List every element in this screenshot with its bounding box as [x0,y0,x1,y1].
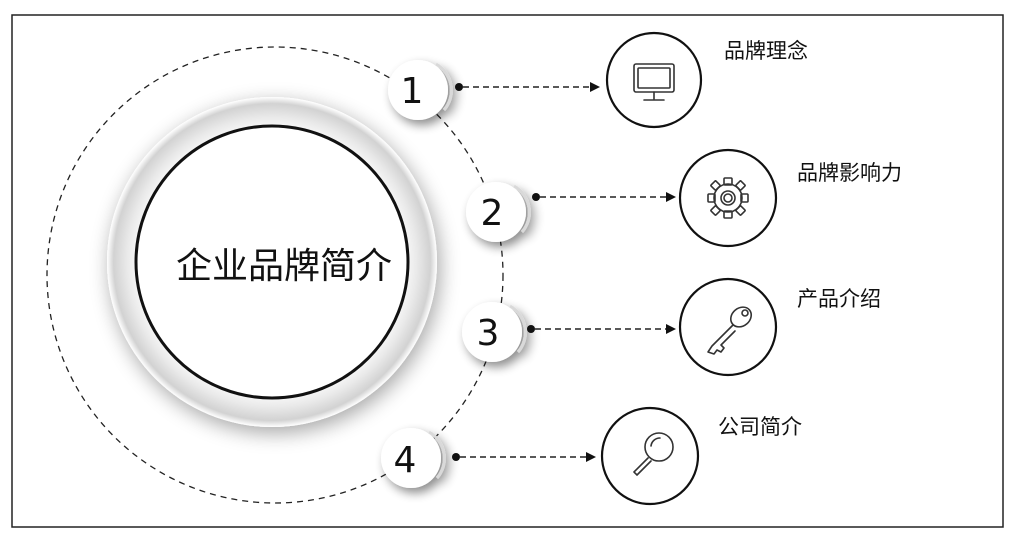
icon-circle-1 [605,31,703,129]
number-badge-2 [466,182,531,242]
number-1: 1 [401,71,424,112]
center-title: 企业品牌简介 [176,246,392,287]
icon-circle-4 [600,406,700,506]
number-3: 3 [477,313,500,354]
item-label-1: 品牌理念 [724,39,808,63]
number-badge-1 [388,60,453,120]
connector-dot-4 [452,453,460,461]
number-badge-3 [462,302,527,362]
icon-circle-3 [678,277,778,377]
number-badge-4 [381,428,446,488]
arrowhead-3 [666,324,676,334]
key-icon [707,306,753,355]
arrowhead-4 [586,452,596,462]
item-label-4: 公司简介 [718,415,802,439]
magnifier-icon [633,432,674,476]
number-4: 4 [394,440,417,481]
number-2: 2 [481,193,504,234]
connector-dot-1 [455,83,463,91]
item-2[interactable]: 2 品牌影响力 [466,148,902,248]
connector-dot-2 [532,193,540,201]
icon-circle-2 [678,148,778,248]
monitor-icon [633,63,675,101]
item-3[interactable]: 3 产品介绍 [462,277,881,377]
item-4[interactable]: 4 公司简介 [381,406,802,506]
arrowhead-1 [590,82,600,92]
orbit-ring [46,46,504,504]
connector-dot-3 [527,325,535,333]
center-hub: 企业品牌简介 [107,97,437,427]
item-1[interactable]: 1 品牌理念 [388,31,808,129]
item-label-2: 品牌影响力 [797,161,902,185]
gear-icon [707,177,749,219]
arrowhead-2 [666,192,676,202]
item-label-3: 产品介绍 [797,287,881,311]
